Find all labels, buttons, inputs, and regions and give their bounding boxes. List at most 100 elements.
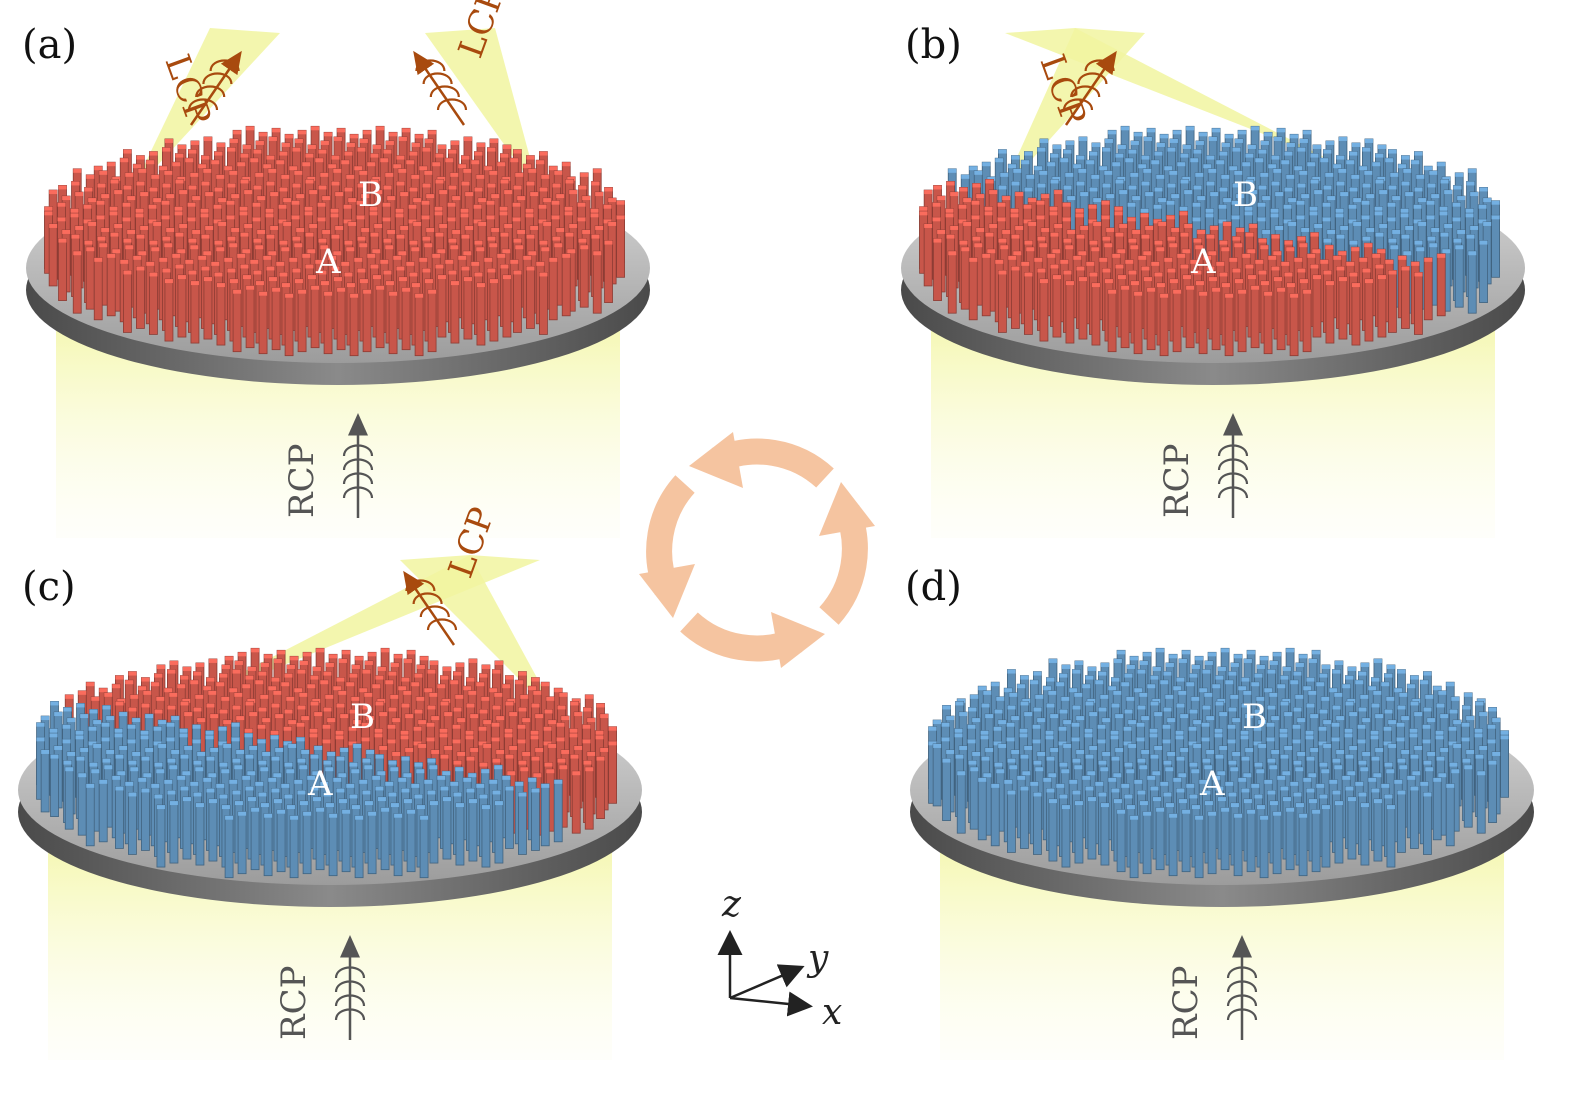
pillar-top bbox=[264, 654, 273, 659]
pillar bbox=[1312, 274, 1322, 338]
pillar bbox=[1479, 240, 1488, 303]
pillar-top bbox=[439, 728, 448, 733]
pillar-top bbox=[603, 219, 612, 224]
pillar-top bbox=[156, 769, 165, 774]
pillar-top bbox=[94, 257, 103, 262]
pillar-top bbox=[1358, 707, 1367, 712]
pillar-top bbox=[1229, 257, 1238, 262]
pillar-top bbox=[513, 238, 522, 243]
pillar-top bbox=[1178, 690, 1187, 695]
pillar-top bbox=[379, 712, 388, 717]
pillar-top bbox=[323, 671, 332, 676]
pillar-top bbox=[963, 221, 972, 226]
pillar-top bbox=[1312, 275, 1321, 280]
pillar-top bbox=[225, 815, 234, 820]
pillar-top bbox=[219, 762, 228, 767]
cycle-arrow-right bbox=[819, 482, 875, 625]
lcp-wave-arrow bbox=[1064, 50, 1117, 126]
pillar-top bbox=[500, 264, 509, 269]
pillar-top bbox=[119, 745, 128, 750]
pillar-top bbox=[156, 664, 165, 669]
pillar-top bbox=[478, 198, 487, 203]
pillar-top bbox=[50, 701, 59, 706]
pillar-top bbox=[1418, 198, 1427, 203]
pillar-top bbox=[73, 168, 82, 173]
pillar-top bbox=[526, 155, 535, 160]
pillar-top bbox=[272, 128, 281, 133]
pillar-top bbox=[366, 749, 375, 754]
pillar-top bbox=[1260, 281, 1269, 286]
pillar-top bbox=[1297, 183, 1306, 188]
pillar-top bbox=[595, 192, 604, 197]
pillar-top bbox=[1101, 200, 1110, 205]
pillar-top bbox=[1143, 652, 1152, 657]
pillar-top bbox=[1178, 658, 1187, 663]
pillar-top bbox=[1008, 164, 1017, 169]
pillar-top bbox=[1455, 172, 1464, 177]
pillar-top bbox=[448, 149, 457, 154]
pillar-top bbox=[1266, 722, 1275, 727]
pillar bbox=[998, 270, 1007, 333]
pillar-top bbox=[258, 792, 267, 797]
pillar-top bbox=[1243, 773, 1252, 778]
pillar-top bbox=[1407, 775, 1416, 780]
pillar-top bbox=[296, 722, 305, 727]
pillar-top bbox=[106, 749, 115, 754]
pillar-top bbox=[461, 155, 470, 160]
pillar-top bbox=[1383, 741, 1392, 746]
pillar bbox=[1401, 266, 1410, 329]
pillar-top bbox=[218, 198, 227, 203]
pillar-top bbox=[331, 155, 340, 160]
pillar-top bbox=[1087, 771, 1096, 776]
pillar-top bbox=[377, 666, 386, 671]
pillar-top bbox=[1050, 714, 1059, 719]
pillar-top bbox=[71, 234, 80, 239]
pillar bbox=[414, 293, 424, 357]
pillar bbox=[1078, 276, 1088, 340]
pillar-top bbox=[941, 737, 950, 742]
pillar-top bbox=[244, 728, 253, 733]
pillar-top bbox=[1093, 221, 1102, 226]
pillar-top bbox=[169, 765, 178, 770]
pillar-top bbox=[1208, 811, 1217, 816]
pillar-top bbox=[361, 227, 370, 232]
pillar-top bbox=[1359, 257, 1368, 262]
pillar-top bbox=[353, 720, 362, 725]
pillar-top bbox=[1234, 243, 1243, 248]
pillar-top bbox=[140, 225, 149, 230]
pillar-top bbox=[1151, 160, 1160, 165]
pillar-top bbox=[1282, 797, 1291, 802]
pillar-top bbox=[1091, 283, 1100, 288]
pillar-top bbox=[336, 788, 345, 793]
pillar-top bbox=[968, 760, 977, 765]
pillar-top bbox=[1132, 229, 1141, 234]
pillar-top bbox=[435, 153, 444, 158]
pillar-top bbox=[1448, 741, 1457, 746]
pillar-top bbox=[1249, 190, 1258, 195]
pillar-top bbox=[998, 238, 1007, 243]
pillar-top bbox=[288, 720, 297, 725]
pillar-top bbox=[1256, 664, 1265, 669]
pillar-top bbox=[435, 232, 444, 237]
pillar-top bbox=[530, 730, 539, 735]
pillar-top bbox=[1061, 696, 1070, 701]
pillar-top bbox=[355, 656, 364, 661]
pillar-top bbox=[561, 749, 570, 754]
pillar-top bbox=[1173, 777, 1182, 782]
pillar-top bbox=[1435, 730, 1444, 735]
pillar-top bbox=[362, 758, 371, 763]
pillar-top bbox=[273, 773, 282, 778]
pillar-top bbox=[1039, 138, 1048, 143]
pillar-top bbox=[608, 221, 617, 226]
pillar-top bbox=[405, 714, 414, 719]
pillar bbox=[128, 792, 137, 855]
pillar-top bbox=[351, 769, 360, 774]
pillar-top bbox=[1190, 259, 1199, 264]
pillar-top bbox=[1299, 654, 1308, 659]
pillar-top bbox=[268, 686, 277, 691]
pillar-top bbox=[1219, 745, 1228, 750]
pillar-top bbox=[1487, 739, 1496, 744]
pillar-top bbox=[587, 751, 596, 756]
pillar-top bbox=[463, 168, 472, 173]
pillar-top bbox=[1141, 155, 1150, 160]
